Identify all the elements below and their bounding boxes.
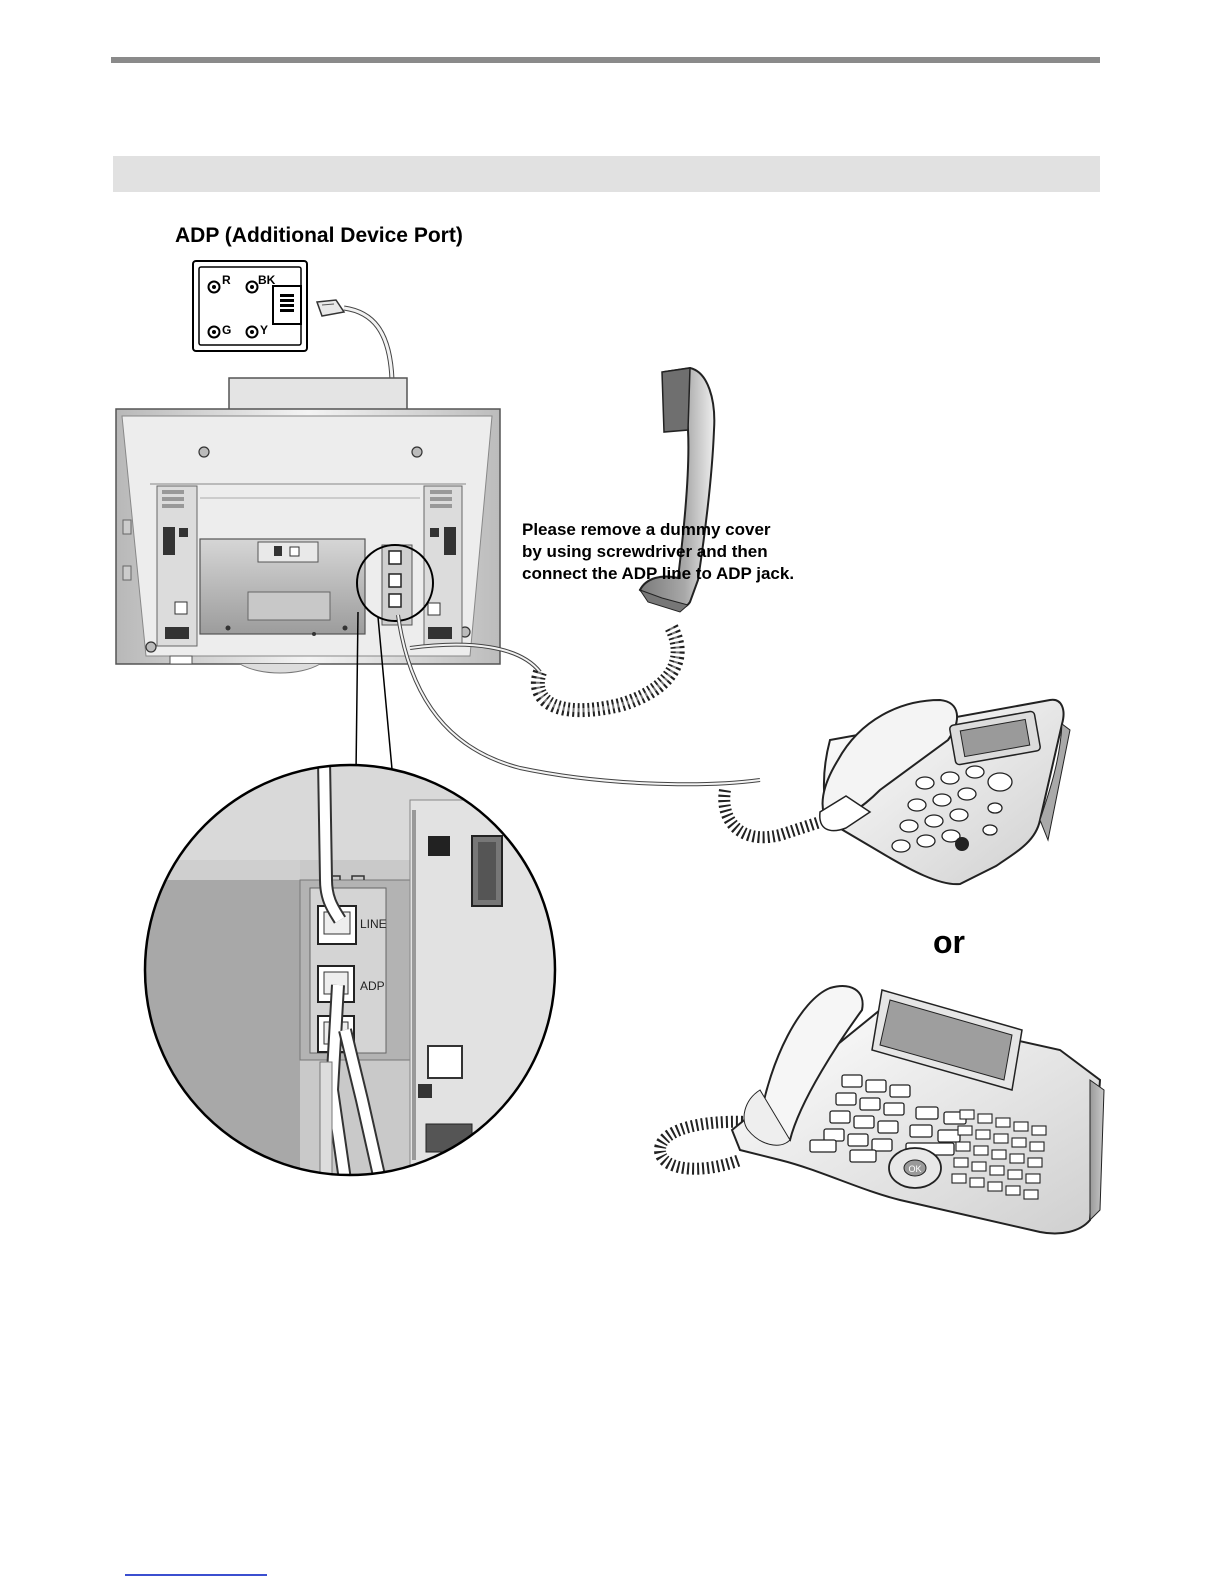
navigation-ok-key: OK (889, 1148, 941, 1188)
terminal-screw-r (209, 282, 220, 293)
adp-plug (317, 300, 344, 316)
terminal-screw-g (209, 327, 220, 338)
instruction-line-3: connect the ADP line to ADP jack. (522, 563, 794, 585)
handset-coiled-cord (538, 625, 678, 710)
pin-label-g: G (222, 323, 231, 337)
zoom-detail: LINE ADP (140, 760, 560, 1182)
modular-jack-icon (273, 286, 301, 324)
instruction-line-2: by using screwdriver and then (522, 541, 794, 563)
line-jack-label: LINE (360, 917, 387, 931)
pin-label-r: R (222, 273, 231, 287)
instruction-line-1: Please remove a dummy cover (522, 519, 794, 541)
terminal-screw-bk (247, 282, 258, 293)
terminal-screw-y (247, 327, 258, 338)
phone-base-rear (116, 378, 500, 673)
pin-label-bk: BK (258, 273, 276, 287)
footer-link-underline[interactable] (125, 1574, 267, 1576)
ok-key-label: OK (908, 1164, 921, 1174)
adp-jack-label: ADP (360, 979, 385, 993)
key-telephone: OK (660, 986, 1104, 1233)
pin-label-y: Y (260, 323, 268, 337)
adp-terminal-block: R BK G Y (193, 261, 307, 351)
instruction-text: Please remove a dummy cover by using scr… (522, 519, 794, 585)
analog-phone-coiled-cord (724, 790, 820, 837)
analog-phone (724, 700, 1070, 884)
or-label: or (933, 924, 965, 961)
